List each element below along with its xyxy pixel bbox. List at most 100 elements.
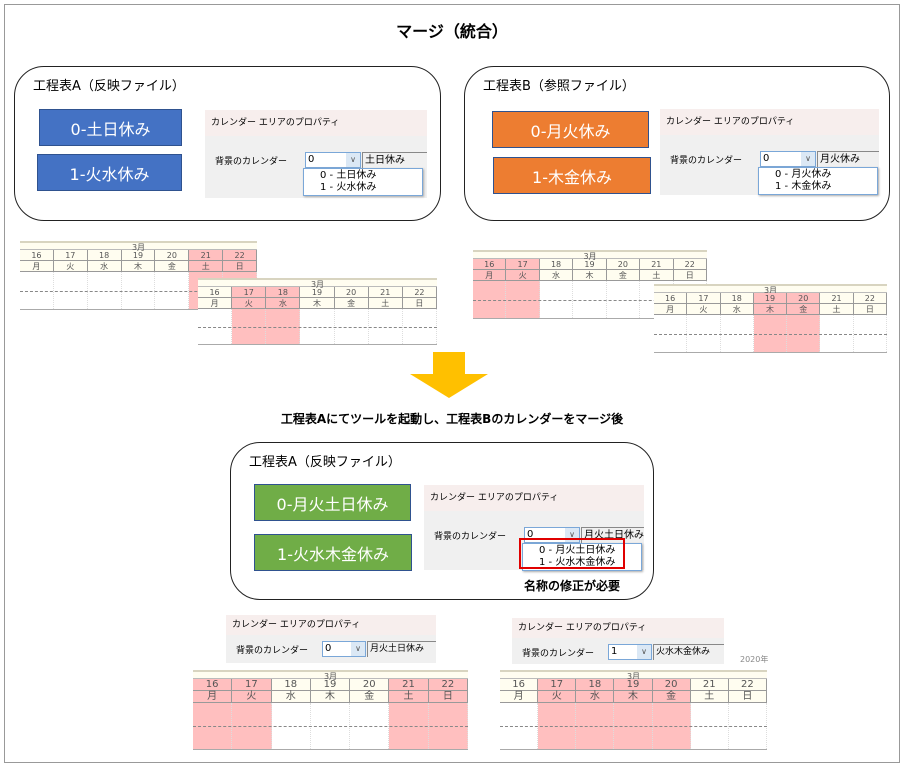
weekday-cell: 水 <box>266 298 301 308</box>
divider-line <box>473 299 707 301</box>
month-header: 3月 <box>20 241 257 252</box>
weekday-cell: 木 <box>311 691 351 702</box>
select-value: 1 <box>611 646 618 657</box>
weekday-cell: 木 <box>122 261 156 271</box>
calendar-button-0[interactable]: 0-月火休み <box>492 111 649 148</box>
day-cell: 22 <box>854 293 887 303</box>
weekday-cell: 木 <box>753 304 788 314</box>
select-value: 0 <box>325 643 332 654</box>
weekday-cell: 月 <box>654 304 688 314</box>
weekday-cell: 月 <box>198 298 233 308</box>
weekday-cell: 土 <box>189 261 224 271</box>
calendar-name-field: 火水木金休み <box>653 644 724 660</box>
weekday-cell: 金 <box>607 270 641 280</box>
dropdown-option[interactable]: 0 - 月火土日休み <box>539 545 616 556</box>
day-cell: 17 <box>506 259 540 269</box>
weekday-cell: 水 <box>540 270 574 280</box>
background-calendar-label: 背景のカレンダー <box>434 532 507 542</box>
background-calendar-label: 背景のカレンダー <box>236 646 309 656</box>
background-calendar-select[interactable]: 0∨ <box>322 641 366 657</box>
weekday-cell: 日 <box>854 304 887 314</box>
day-cell: 16 <box>20 250 54 260</box>
day-cell: 19 <box>122 250 156 260</box>
day-cell: 16 <box>193 679 233 690</box>
calendar-button-1[interactable]: 1-木金休み <box>493 157 651 194</box>
calendar-button-1[interactable]: 1-火水休み <box>37 154 182 191</box>
weekday-cell: 金 <box>787 304 821 314</box>
day-cell: 22 <box>223 250 258 260</box>
divider-line <box>198 326 437 328</box>
chevron-down-icon[interactable]: ∨ <box>351 642 365 656</box>
background-calendar-label: 背景のカレンダー <box>670 156 743 166</box>
chevron-down-icon[interactable]: ∨ <box>637 645 651 659</box>
background-calendar-select[interactable]: 1∨ <box>608 644 652 660</box>
day-cell: 17 <box>232 679 272 690</box>
day-cell: 17 <box>538 679 577 690</box>
select-value: 0 <box>527 529 534 540</box>
background-calendar-select[interactable]: 0∨ <box>305 152 361 168</box>
weekday-cell: 土 <box>640 270 674 280</box>
day-cell: 20 <box>350 679 390 690</box>
calendar-button-1[interactable]: 1-火水木金休み <box>254 534 412 571</box>
background-calendar-select[interactable]: 0∨ <box>760 151 816 167</box>
day-cell: 16 <box>473 259 507 269</box>
day-cell: 18 <box>272 679 311 690</box>
calendar-button-0[interactable]: 0-月火土日休み <box>254 484 411 521</box>
day-cell: 21 <box>640 259 674 269</box>
weekday-cell: 金 <box>350 691 390 702</box>
dropdown-option[interactable]: 1 - 火水休み <box>320 182 377 193</box>
weekday-cell: 木 <box>300 298 335 308</box>
month-header: 3月 <box>500 670 767 681</box>
day-cell: 16 <box>654 293 688 303</box>
day-cell: 16 <box>198 287 233 297</box>
weekday-row: 月火水木金土日 <box>193 691 468 703</box>
divider-line <box>654 333 887 335</box>
day-cell: 20 <box>787 293 821 303</box>
select-value: 0 <box>763 153 770 164</box>
box-label: 工程表A（反映ファイル） <box>249 455 401 470</box>
day-cell: 22 <box>403 287 437 297</box>
day-cell: 19 <box>614 679 653 690</box>
weekday-cell: 月 <box>193 691 233 702</box>
weekday-cell: 金 <box>155 261 190 271</box>
dropdown-option[interactable]: 1 - 火水木金休み <box>539 557 616 568</box>
chevron-down-icon[interactable]: ∨ <box>801 152 815 166</box>
weekday-cell: 水 <box>576 691 615 702</box>
day-cell: 18 <box>721 293 754 303</box>
day-cell: 20 <box>607 259 641 269</box>
day-cell: 16 <box>500 679 539 690</box>
calendar-button-0[interactable]: 0-土日休み <box>39 109 182 146</box>
dropdown-option[interactable]: 1 - 木金休み <box>775 181 832 192</box>
calendar-name-field: 土日休み <box>362 152 427 168</box>
weekday-row: 月火水木金土日 <box>473 270 707 281</box>
weekday-row: 月火水木金土日 <box>500 691 767 703</box>
weekday-cell: 水 <box>721 304 754 314</box>
background-calendar-label: 背景のカレンダー <box>522 649 595 659</box>
dropdown-option[interactable]: 0 - 月火休み <box>775 169 832 180</box>
weekday-cell: 日 <box>729 691 767 702</box>
day-cell: 21 <box>389 679 429 690</box>
weekday-row: 月火水木金土日 <box>198 298 437 309</box>
calendar-body <box>193 703 468 750</box>
weekday-cell: 火 <box>506 270 540 280</box>
chevron-down-icon[interactable]: ∨ <box>346 153 360 167</box>
panel-title: カレンダー エリアのプロパティ <box>226 615 436 635</box>
panel-title: カレンダー エリアのプロパティ <box>424 485 644 511</box>
day-cell: 18 <box>540 259 574 269</box>
weekday-cell: 日 <box>674 270 707 280</box>
calendar-body <box>473 281 707 319</box>
weekday-cell: 土 <box>691 691 729 702</box>
box-label: 工程表B（参照ファイル） <box>483 79 635 94</box>
dropdown-option[interactable]: 0 - 土日休み <box>320 170 377 181</box>
weekday-cell: 月 <box>473 270 507 280</box>
note-rename-required: 名称の修正が必要 <box>524 579 621 593</box>
day-cell: 22 <box>428 679 468 690</box>
